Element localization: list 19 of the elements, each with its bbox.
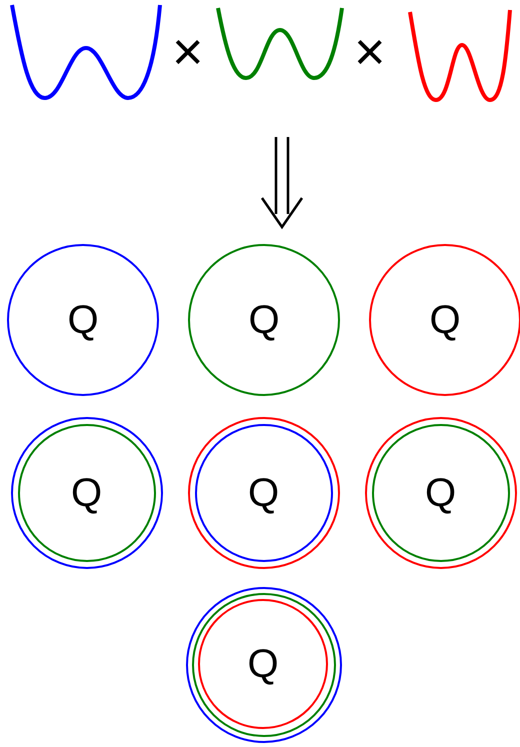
q-label: Q (248, 472, 280, 512)
circle-outline (188, 244, 340, 396)
q-label: Q (429, 300, 461, 340)
q-label: Q (424, 472, 456, 512)
circle-outline (7, 244, 159, 396)
circle-outline (11, 417, 163, 569)
circle-outline (18, 424, 156, 562)
times-sign: × (172, 25, 204, 79)
circle-outline (372, 424, 510, 562)
q-label: Q (67, 300, 99, 340)
circle-outline (369, 244, 520, 396)
circle-outline (194, 424, 332, 562)
times-sign: × (354, 25, 386, 79)
q-label: Q (70, 472, 102, 512)
q-label: Q (248, 300, 280, 340)
circle-outline (198, 599, 328, 729)
q-label: Q (247, 644, 279, 684)
circle-outline (188, 417, 340, 569)
circle-outline (365, 417, 517, 569)
